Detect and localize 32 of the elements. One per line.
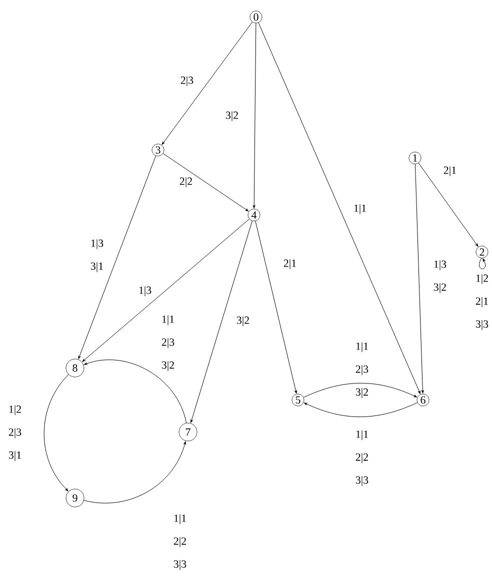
arrow (255, 220, 297, 394)
arrow (84, 441, 186, 504)
arrow (162, 153, 249, 212)
edge-label: 1|3 3|2 (434, 260, 446, 294)
edge-label: 1|1 2|2 3|3 (174, 514, 186, 570)
arrow (303, 382, 417, 398)
edge-label: 1|1 2|2 3|3 (356, 430, 368, 486)
edge-label: 2|1 (444, 166, 456, 176)
edge-label: 1|3 (139, 286, 152, 296)
arrow (190, 220, 252, 423)
edge-label: 1|1 2|3 3|2 (356, 342, 368, 398)
edge-label: 1|3 3|1 (90, 239, 104, 272)
arrow (418, 162, 478, 247)
edge-label: 3|2 (226, 111, 238, 122)
self-loop-arrow (479, 258, 486, 270)
edge-label: 1|2 2|3 3|1 (8, 405, 22, 461)
arrow (252, 22, 256, 208)
arrow (82, 218, 250, 362)
edge-label: 3|2 (236, 316, 249, 326)
arrow (258, 22, 420, 394)
arrow (304, 402, 418, 418)
arrow (78, 156, 156, 359)
edge-label: 1|1 2|3 3|2 (162, 315, 174, 371)
arrow (414, 164, 424, 394)
edge-label: 2|3 (180, 76, 194, 86)
arrow (84, 360, 187, 424)
edge-label: 1|1 (354, 204, 366, 214)
arrow (44, 374, 69, 492)
edge-label: 2|2 (180, 177, 192, 188)
edge-label: 2|1 (284, 259, 296, 270)
edge-label: 1|2 2|1 3|3 (476, 274, 488, 330)
arrow (162, 22, 253, 145)
